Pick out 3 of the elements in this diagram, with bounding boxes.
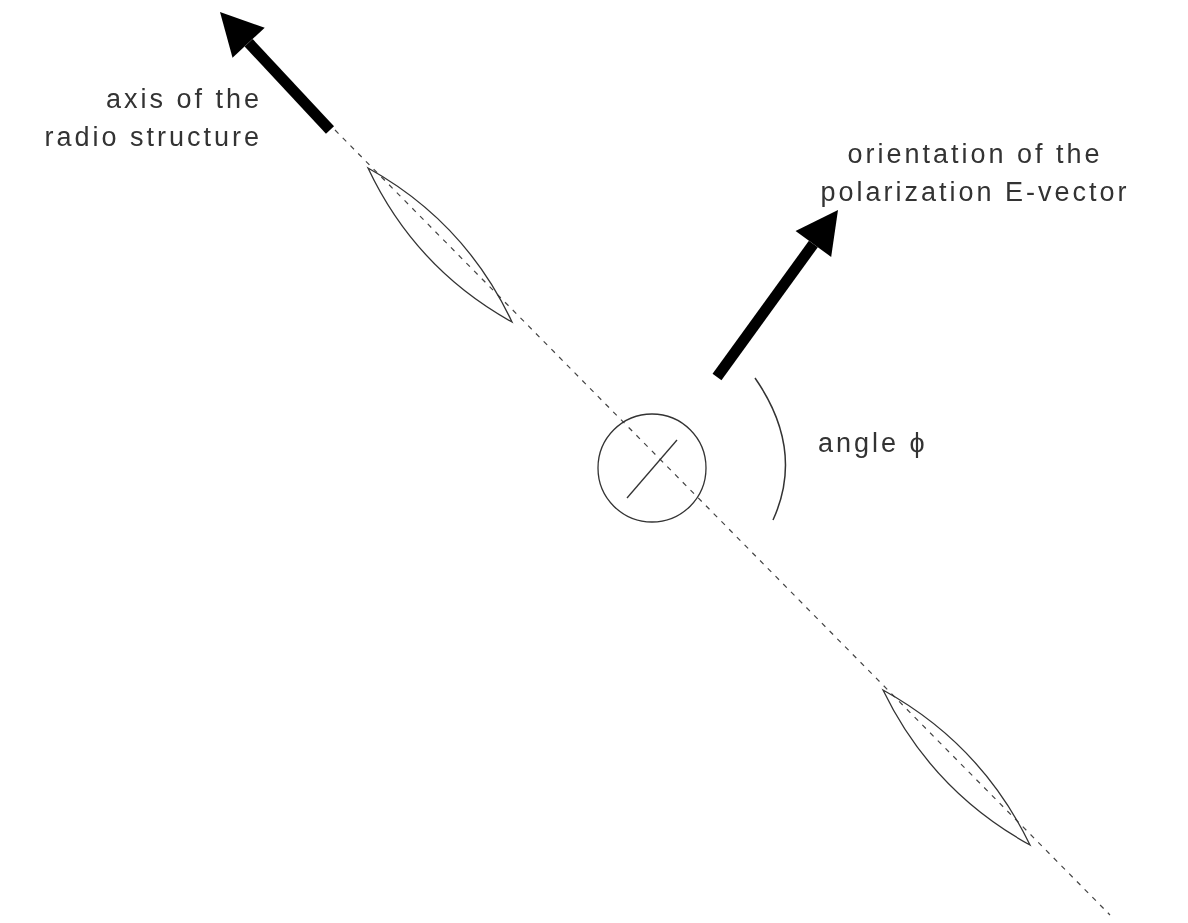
annotation-label: axis of the radio structure (43, 83, 262, 154)
annotation-label: angle ϕ (818, 427, 929, 460)
annotation-label: orientation of the polarization E-vector (819, 138, 1131, 209)
